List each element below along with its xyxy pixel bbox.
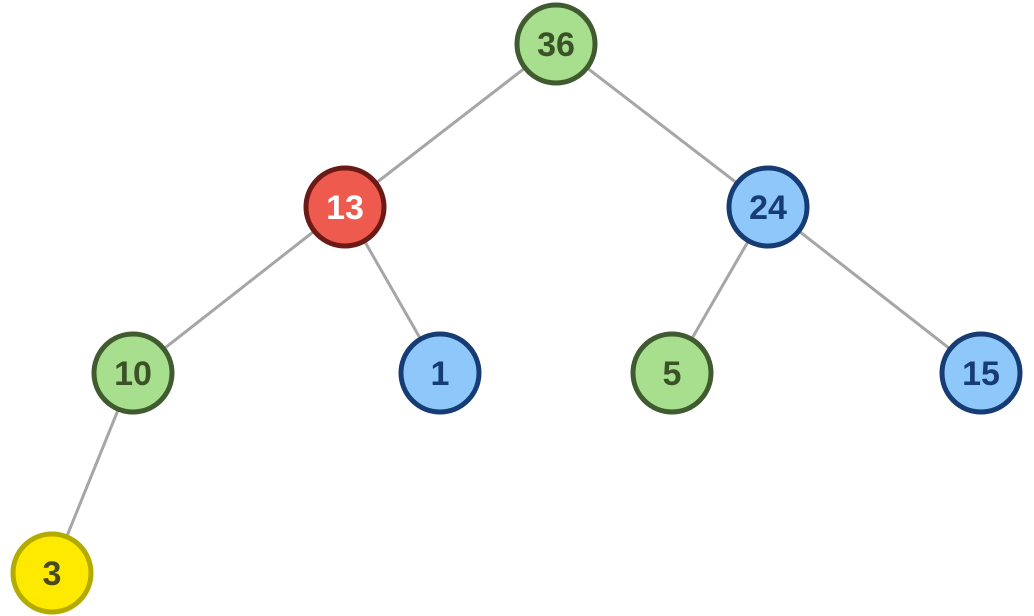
tree-node-36: 36 xyxy=(514,2,598,86)
node-label: 1 xyxy=(431,355,450,393)
tree-node-1: 1 xyxy=(398,331,482,415)
node-circle xyxy=(303,165,387,249)
node-circle xyxy=(398,331,482,415)
node-label: 36 xyxy=(537,26,575,64)
node-circle xyxy=(726,165,810,249)
node-circle xyxy=(630,331,714,415)
tree-node-24: 24 xyxy=(726,165,810,249)
node-circle xyxy=(939,331,1023,415)
node-circle xyxy=(91,331,175,415)
tree-node-10: 10 xyxy=(91,331,175,415)
node-label: 3 xyxy=(43,555,62,593)
edge-n10-n3 xyxy=(65,408,120,538)
edge-n13-n1 xyxy=(363,240,422,340)
tree-node-13: 13 xyxy=(303,165,387,249)
tree-node-15: 15 xyxy=(939,331,1023,415)
edge-n36-n13 xyxy=(374,66,527,185)
edge-n24-n15 xyxy=(797,229,952,351)
edge-n36-n24 xyxy=(586,66,738,185)
edge-n24-n5 xyxy=(690,240,750,340)
tree-node-3: 3 xyxy=(10,531,94,615)
node-circle xyxy=(10,531,94,615)
edges xyxy=(65,66,952,538)
edge-n13-n10 xyxy=(162,229,316,351)
tree-node-5: 5 xyxy=(630,331,714,415)
node-label: 24 xyxy=(749,189,787,227)
node-label: 13 xyxy=(326,189,364,227)
node-label: 15 xyxy=(962,355,1000,393)
node-label: 10 xyxy=(114,355,152,393)
node-circle xyxy=(514,2,598,86)
node-label: 5 xyxy=(663,355,682,393)
